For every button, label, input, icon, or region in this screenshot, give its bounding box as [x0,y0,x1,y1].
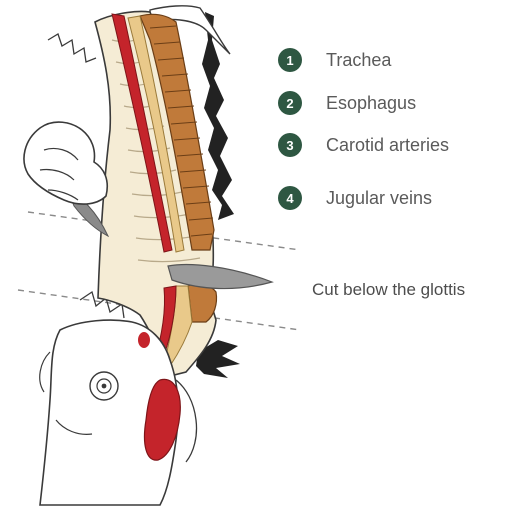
legend-badge-4: 4 [278,186,302,210]
legend-badge-3: 3 [278,133,302,157]
legend-label-carotid-arteries: Carotid arteries [326,135,449,156]
legend-badge-2: 2 [278,91,302,115]
legend-item-carotid-arteries: 3 Carotid arteries [278,130,449,160]
legend-label-esophagus: Esophagus [326,93,416,114]
legend-label-trachea: Trachea [326,50,391,71]
legend-badge-1: 1 [278,48,302,72]
neck-feathers-front [48,34,96,62]
hand-upper [24,122,107,204]
cut-label: Cut below the glottis [312,280,465,300]
legend-item-trachea: 1 Trachea [278,45,391,75]
legend-label-jugular-veins: Jugular veins [326,188,432,209]
legend-item-esophagus: 2 Esophagus [278,88,416,118]
bird-eye [90,372,118,400]
legend-item-jugular-veins: 4 Jugular veins [278,183,432,213]
ear-spot [138,332,150,348]
